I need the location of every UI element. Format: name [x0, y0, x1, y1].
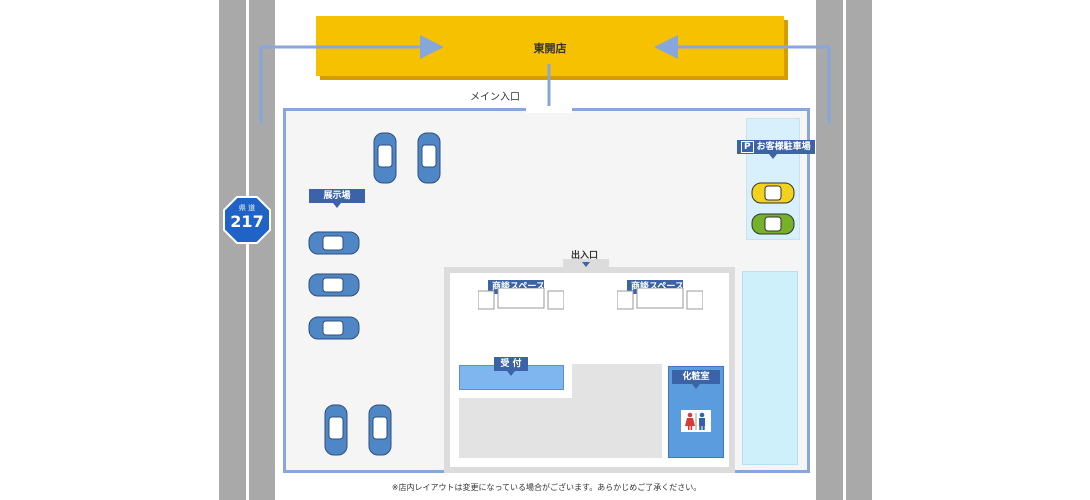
parking-mark: P: [741, 141, 754, 153]
parking-tag-arrow: [769, 154, 777, 159]
restroom-tag-arrow: [692, 384, 700, 389]
car-vertical-1: [373, 132, 397, 184]
entrance-label: 出入口: [571, 251, 599, 261]
restroom-icon: [681, 410, 711, 432]
restroom-tag: 化粧室: [672, 370, 720, 384]
meeting-space-table-2: [617, 288, 703, 310]
side-lane: [742, 271, 798, 465]
showroom-tag: 展示場: [309, 189, 365, 203]
layout-notice: ※店内レイアウトは変更になっている場合がございます。あらかじめご了承ください。: [391, 483, 702, 492]
back-office: [572, 364, 662, 458]
lot-entrance-gap: [526, 106, 572, 113]
parking-label: お客様駐車場: [756, 142, 811, 152]
route-sign-number: 217: [230, 212, 264, 231]
road-right-lane-line: [843, 0, 846, 500]
car-green: [751, 213, 795, 235]
store-name: 東開店: [533, 42, 567, 55]
route-sign-prefecture: 県 道: [238, 204, 256, 212]
route-arrow-left: [259, 35, 444, 124]
car-vertical-4: [368, 404, 392, 456]
car-vertical-3: [324, 404, 348, 456]
main-entrance-label: メイン入口: [470, 92, 520, 103]
entrance-arrow: [582, 262, 590, 267]
car-horizontal-2: [308, 273, 360, 297]
car-yellow: [751, 182, 795, 204]
road-left-lane-line: [246, 0, 249, 500]
showroom-tag-arrow: [333, 203, 341, 208]
work-area: [459, 398, 572, 458]
car-vertical-2: [417, 132, 441, 184]
reception-tag: 受 付: [494, 357, 528, 371]
route-arrow-right: [654, 35, 831, 124]
meeting-space-table-1: [478, 288, 564, 310]
reception-tag-arrow: [507, 371, 515, 376]
route-217-sign: [223, 196, 271, 244]
car-horizontal-3: [308, 316, 360, 340]
car-horizontal-1: [308, 231, 360, 255]
